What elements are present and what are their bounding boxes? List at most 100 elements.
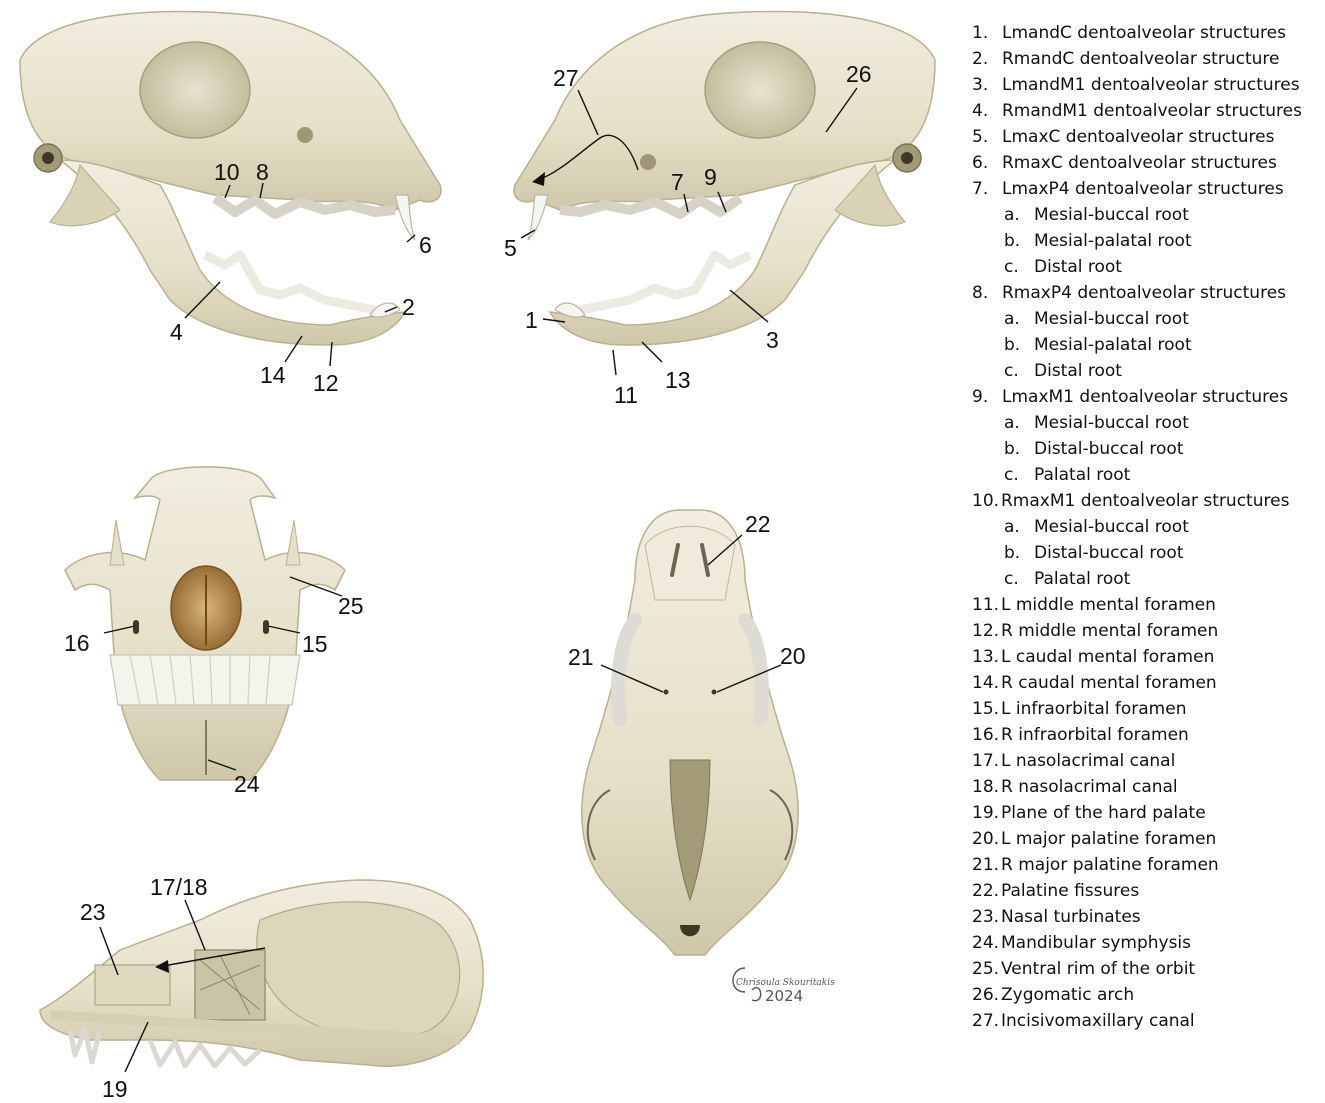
leader-6	[406, 234, 416, 243]
legend-number: 21.	[972, 855, 1000, 875]
legend-item: 21.R major palatine foramen	[972, 852, 1317, 878]
legend-sub-letter: a.	[1004, 413, 1020, 433]
legend-item: a. Mesial-buccal root	[972, 410, 1317, 436]
legend-number: 27.	[972, 1011, 1000, 1031]
legend-item: c.Palatal root	[972, 566, 1317, 592]
legend-sub-letter: b.	[1004, 231, 1021, 251]
callout-10: 10	[214, 159, 240, 185]
legend-item: c.Distal root	[972, 254, 1317, 280]
legend-item: 13.L caudal mental foramen	[972, 644, 1317, 670]
legend-number: 1.	[972, 23, 989, 43]
leader-12	[329, 341, 333, 367]
legend-text: Nasal turbinates	[1001, 907, 1141, 927]
callout-8: 8	[256, 159, 269, 185]
leader-3	[729, 289, 769, 323]
right-lateral-skull	[19, 10, 442, 346]
leader-14	[284, 335, 303, 363]
callout-19: 19	[102, 1076, 128, 1102]
legend-text: Mandibular symphysis	[1001, 933, 1192, 953]
leader-25	[289, 576, 343, 597]
legend-item: 3.LmandM1 dentoalveolar structures	[972, 72, 1317, 98]
arrow-head-27	[532, 172, 545, 186]
legend-item: c.Palatal root	[972, 462, 1317, 488]
legend-text: Plane of the hard palate	[1001, 803, 1206, 823]
callout-27: 27	[553, 65, 579, 91]
leader-20	[716, 664, 782, 693]
leader-1718	[184, 899, 206, 951]
legend-sub-letter: b.	[1004, 335, 1021, 355]
leader-22	[707, 534, 743, 566]
legend-sub-text: Palatal root	[1034, 465, 1131, 485]
callout-20: 20	[780, 643, 806, 669]
ventral-skull	[581, 509, 799, 956]
legend-text: LmaxM1 dentoalveolar structures	[1002, 387, 1289, 407]
leader-8	[259, 182, 264, 199]
legend-text: L caudal mental foramen	[1001, 647, 1215, 667]
callout-25: 25	[338, 593, 364, 619]
legend-item: a.Mesial-buccal root	[972, 306, 1317, 332]
legend-number: 17.	[972, 751, 1000, 771]
legend-sub-letter: b.	[1004, 439, 1021, 459]
legend-text: Palatine fissures	[1001, 881, 1140, 901]
legend-number: 12.	[972, 621, 1000, 641]
leader-15	[267, 625, 301, 634]
legend-number: 14.	[972, 673, 1000, 693]
legend-item: 14.R caudal mental foramen	[972, 670, 1317, 696]
leader-21	[600, 664, 664, 693]
legend-sub-text: Distal-buccal root	[1034, 543, 1184, 563]
legend-number: 7.	[972, 179, 989, 199]
legend-text: R middle mental foramen	[1001, 621, 1219, 641]
legend-sub-text: Mesial-buccal root	[1034, 309, 1189, 329]
legend-number: 3.	[972, 75, 989, 95]
legend-number: 18.	[972, 777, 1000, 797]
legend-item: 25.Ventral rim of the orbit	[972, 956, 1317, 982]
legend-sub-letter: c.	[1004, 257, 1019, 277]
callout-11: 11	[614, 382, 638, 408]
leader-26	[825, 87, 858, 133]
artist-signature: Chrisoula Skouritakis 2024	[732, 967, 835, 1005]
legend-text: RmaxM1 dentoalveolar structures	[1001, 491, 1290, 511]
callout-1: 1	[525, 307, 538, 333]
callout-15: 15	[302, 631, 328, 657]
legend-number: 25.	[972, 959, 1000, 979]
legend-text: LmaxC dentoalveolar structures	[1002, 127, 1275, 147]
legend-text: RmaxC dentoalveolar structures	[1002, 153, 1277, 173]
legend-item: 22.Palatine fissures	[972, 878, 1317, 904]
legend-text: R nasolacrimal canal	[1001, 777, 1178, 797]
leader-7	[683, 193, 689, 213]
legend-text: Incisivomaxillary canal	[1001, 1011, 1195, 1031]
callout-21: 21	[568, 644, 594, 670]
legend-sub-text: Mesial-buccal root	[1034, 205, 1189, 225]
legend-sub-letter: b.	[1004, 543, 1021, 563]
legend-sub-letter: c.	[1004, 361, 1019, 381]
legend-sub-text: Mesial-palatal root	[1034, 231, 1192, 251]
legend-text: Ventral rim of the orbit	[1001, 959, 1196, 979]
leader-23	[99, 926, 119, 976]
leader-16	[103, 625, 136, 634]
legend-sub-text: Distal root	[1034, 361, 1122, 381]
callout-24: 24	[234, 771, 260, 797]
legend-number: 10.	[972, 491, 1000, 511]
callout-23: 23	[80, 899, 106, 925]
legend-number: 9.	[972, 387, 989, 407]
legend-item: 2.RmandC dentoalveolar structure	[972, 46, 1317, 72]
legend-sub-text: Mesial-buccal root	[1034, 413, 1189, 433]
legend-sub-text: Mesial-palatal root	[1034, 335, 1192, 355]
legend-item: 9. LmaxM1 dentoalveolar structures	[972, 384, 1317, 410]
leader-5	[520, 229, 536, 239]
legend-item: 16.R infraorbital foramen	[972, 722, 1317, 748]
legend-sub-letter: a.	[1004, 205, 1020, 225]
left-lateral-skull	[513, 10, 936, 346]
legend-item: 20.L major palatine foramen	[972, 826, 1317, 852]
legend-item: 18.R nasolacrimal canal	[972, 774, 1317, 800]
callout-14: 14	[260, 362, 286, 388]
legend-text: R caudal mental foramen	[1001, 673, 1217, 693]
legend-item: 12.R middle mental foramen	[972, 618, 1317, 644]
leader-11	[612, 349, 617, 376]
legend-text: L middle mental foramen	[1001, 595, 1216, 615]
legend-number: 11.	[972, 595, 1000, 615]
legend-item: 15.L infraorbital foramen	[972, 696, 1317, 722]
legend-number: 19.	[972, 803, 1000, 823]
legend-number: 22.	[972, 881, 1000, 901]
legend-item: b. Mesial-palatal root	[972, 228, 1317, 254]
